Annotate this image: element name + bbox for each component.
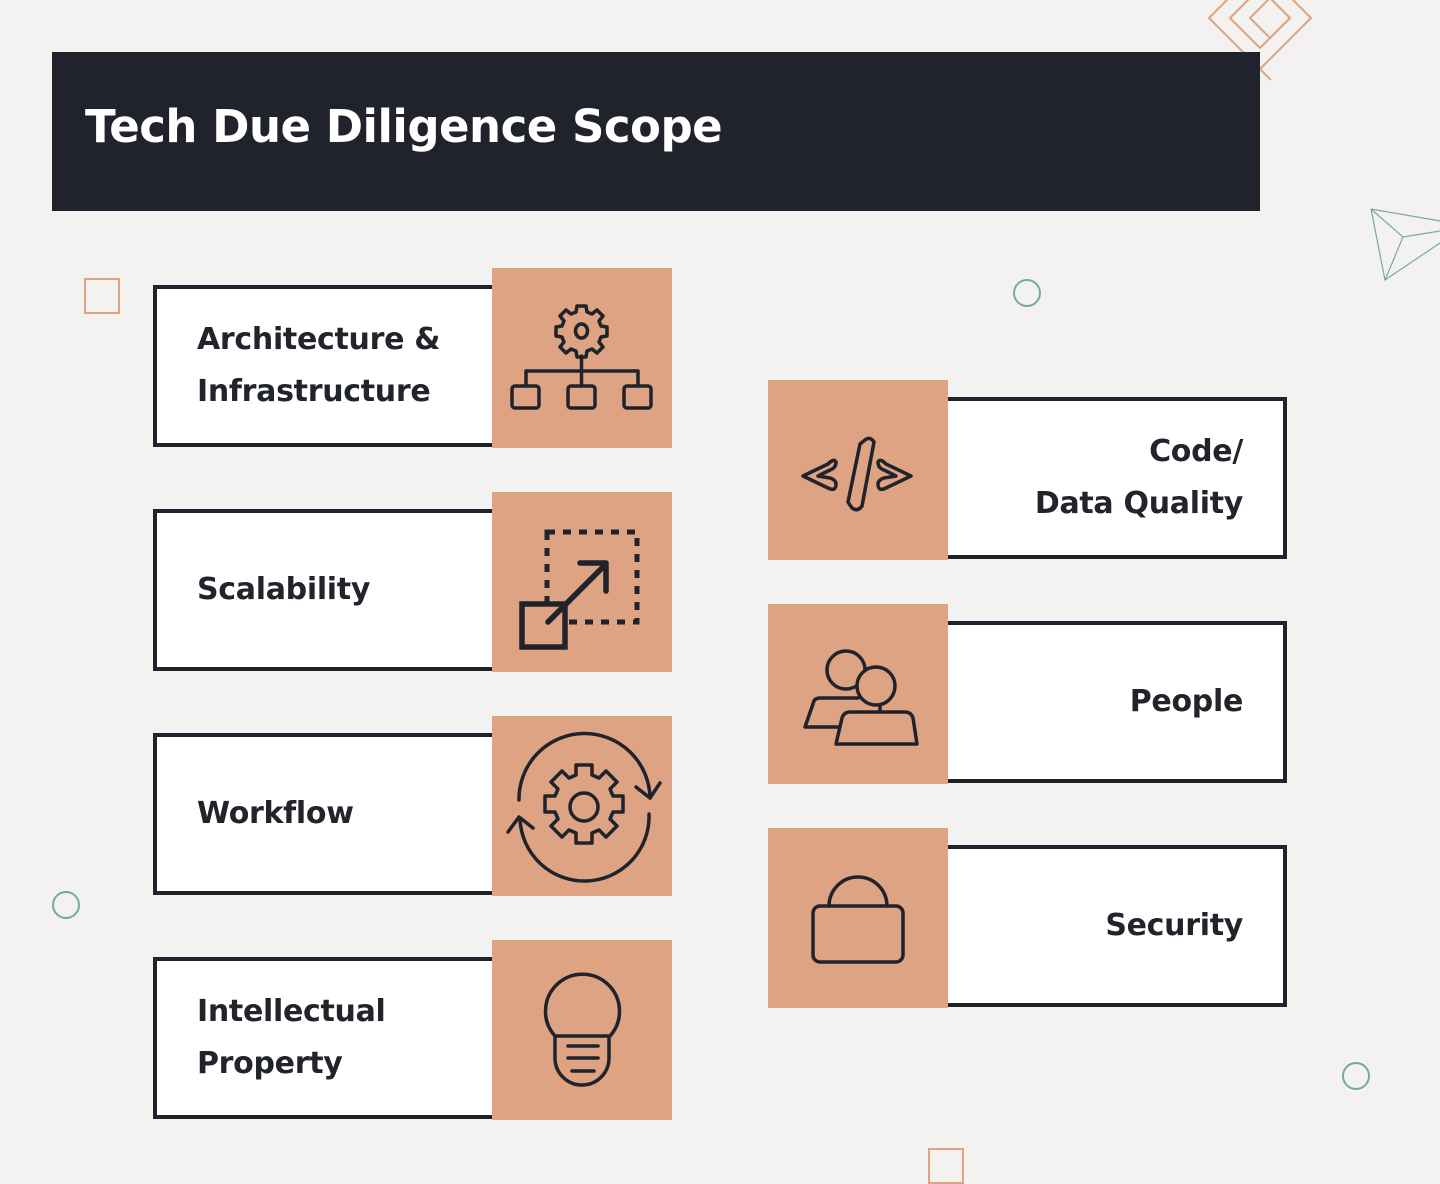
scope-label-box: Intellectual Property: [153, 957, 492, 1119]
scope-label: Data Quality: [1034, 486, 1243, 521]
scope-label-box: Architecture & Infrastructure: [153, 285, 492, 447]
scope-label: Property: [197, 1046, 343, 1081]
people-icon: [768, 604, 948, 784]
square-decoration-icon: [928, 1148, 964, 1184]
gear-cycle-icon: [492, 716, 672, 896]
scope-label: Scalability: [197, 572, 371, 607]
gear-hierarchy-icon: [492, 268, 672, 448]
circle-decoration-icon: [52, 891, 80, 919]
scope-label-box: Security: [948, 845, 1287, 1007]
paper-plane-decoration-icon: [1370, 208, 1440, 282]
title-banner: Tech Due Diligence Scope: [52, 52, 1260, 211]
circle-decoration-icon: [1013, 279, 1041, 307]
page-title: Tech Due Diligence Scope: [85, 100, 723, 153]
scope-label-box: Code/ Data Quality: [948, 397, 1287, 559]
scope-label-box: People: [948, 621, 1287, 783]
scope-label: Infrastructure: [197, 374, 431, 409]
scope-label: Workflow: [197, 796, 354, 831]
scope-label: Architecture &: [197, 322, 441, 357]
scope-label-box: Scalability: [153, 509, 492, 671]
scope-label: Security: [1105, 908, 1243, 943]
circle-decoration-icon: [1342, 1062, 1370, 1090]
scope-label: People: [1129, 684, 1244, 719]
lightbulb-icon: [492, 940, 672, 1120]
scope-label: Intellectual: [197, 994, 386, 1029]
scope-label: Code/: [1149, 434, 1243, 469]
scale-up-arrow-icon: [492, 492, 672, 672]
scope-label-box: Workflow: [153, 733, 492, 895]
code-icon: [768, 380, 948, 560]
lock-icon: [768, 828, 948, 1008]
square-decoration-icon: [84, 278, 120, 314]
